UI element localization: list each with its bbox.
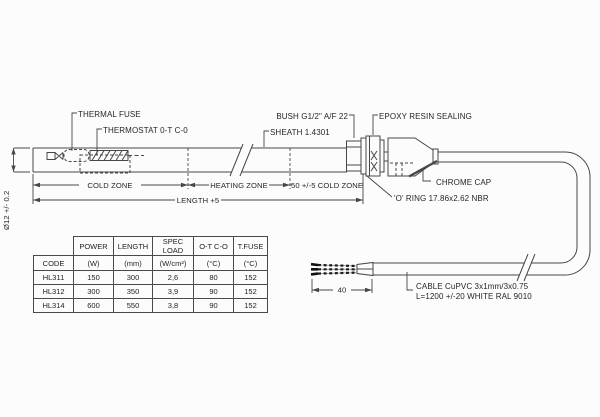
label-cable-line1: CABLE CuPVC 3x1mm/3x0.75 (416, 282, 529, 291)
cell-spec-load: 3,8 (152, 298, 194, 313)
wire-tips (310, 262, 319, 276)
table-row: HL314 600 550 3,8 90 152 (33, 298, 268, 313)
col-header-code: CODE (33, 255, 74, 271)
sheath-leader (263, 130, 269, 147)
bush-body (346, 140, 362, 172)
label-bush: BUSH G1/2" A/F 22 (276, 112, 348, 121)
col-header-spec-load: SPEC LOAD (152, 236, 194, 256)
cell-code: HL311 (33, 270, 74, 285)
end-fitting (346, 135, 439, 178)
stem-lines (384, 151, 388, 162)
epoxy-leader (372, 114, 378, 135)
extension-solid (32, 174, 364, 204)
col-header-length: LENGTH (113, 236, 153, 256)
col-header-tfuse: T.FUSE (233, 236, 268, 256)
cell-ot: 90 (193, 284, 234, 299)
table-row: HL312 300 350 3,9 90 152 (33, 284, 268, 299)
cell-power: 600 (73, 298, 114, 313)
dim-heating-zone: HEATING ZONE (210, 181, 268, 190)
table-units-row: CODE (W) (mm) (W/cm²) (°C) (°C) (33, 255, 268, 271)
cell-fuse: 152 (233, 298, 268, 313)
sealing-flange (365, 135, 381, 177)
o-ring-sections (370, 150, 378, 172)
thermal-fuse-symbol (63, 149, 90, 162)
stripped-wires (310, 262, 358, 276)
cable-break-marks (516, 253, 536, 282)
cell-spec-load: 3,9 (152, 284, 194, 299)
cable-label-leader (406, 272, 413, 291)
diameter-dim (13, 147, 30, 173)
cell-fuse: 152 (233, 284, 268, 299)
cap-hidden-lines (390, 162, 414, 176)
cell-power: 300 (73, 284, 114, 299)
label-epoxy: EPOXY RESIN SEALING (379, 112, 472, 121)
unit-w: (W) (73, 255, 114, 271)
label-thermal-fuse: THERMAL FUSE (78, 110, 141, 119)
unit-wcm2: (W/cm²) (152, 255, 194, 271)
dim-cold-zone: COLD ZONE (87, 181, 132, 190)
dim-diameter: Ø12 +/- 0.2 (2, 191, 11, 230)
label-thermostat: THERMOSTAT 0-T C-0 (103, 126, 188, 135)
tube-break-marks (229, 143, 254, 177)
unit-c2: (°C) (233, 255, 268, 271)
label-sheath: SHEATH 1.4301 (270, 128, 330, 137)
thermostat-leader (96, 128, 102, 155)
cell-length: 300 (113, 270, 153, 285)
cable (356, 151, 591, 282)
dim-50-cold-zone: 50 +/-5 COLD ZONE (291, 181, 363, 190)
bush-facets (346, 146, 361, 166)
table-row: HL311 150 300 2,6 80 152 (33, 270, 268, 285)
lead-connector (46, 152, 64, 160)
table-header-row: POWER LENGTH SPEC LOAD O-T C-O T.FUSE (34, 236, 268, 256)
label-chrome-cap: CHROME CAP (436, 178, 491, 187)
cable-outer-edge (373, 151, 591, 276)
cell-ot: 90 (193, 298, 234, 313)
bush-leader (349, 114, 355, 138)
spec-table: POWER LENGTH SPEC LOAD O-T C-O T.FUSE CO… (33, 236, 268, 313)
cell-fuse: 152 (233, 270, 268, 285)
unit-mm: (mm) (113, 255, 153, 271)
heater-tube (32, 143, 347, 177)
wire-stripes (317, 263, 358, 275)
bush-washer (360, 137, 367, 175)
chrome-cap-body (387, 137, 434, 177)
flange-washer (379, 139, 385, 173)
extension-dashed (187, 148, 291, 189)
dim-length: LENGTH +5 (177, 196, 219, 205)
cap-nub (432, 148, 439, 165)
o-ring-leader (366, 175, 393, 198)
unit-c1: (°C) (193, 255, 234, 271)
cell-code: HL314 (33, 298, 74, 313)
thermal-fuse-leader (71, 112, 77, 151)
dim-wire-40: 40 (338, 286, 347, 295)
label-o-ring: 'O' RING 17.86x2.62 NBR (394, 194, 489, 203)
cell-length: 350 (113, 284, 153, 299)
label-cable-line2: L=1200 +/-20 WHITE RAL 9010 (416, 292, 532, 301)
col-header-power: POWER (73, 236, 114, 256)
col-header-ot-co: O-T C-O (193, 236, 234, 256)
cable-inner-edge (373, 161, 578, 264)
dim-text-masks (79, 179, 362, 295)
thermostat-symbol (79, 154, 131, 174)
cable-break-mask (517, 254, 535, 281)
cell-length: 550 (113, 298, 153, 313)
chrome-cap-leader (422, 168, 431, 182)
cell-power: 150 (73, 270, 114, 285)
cell-spec-load: 2,6 (152, 270, 194, 285)
tube-break-mask (230, 144, 253, 176)
cell-code: HL312 (33, 284, 74, 299)
cell-ot: 80 (193, 270, 234, 285)
table-blank-cell (34, 237, 74, 256)
